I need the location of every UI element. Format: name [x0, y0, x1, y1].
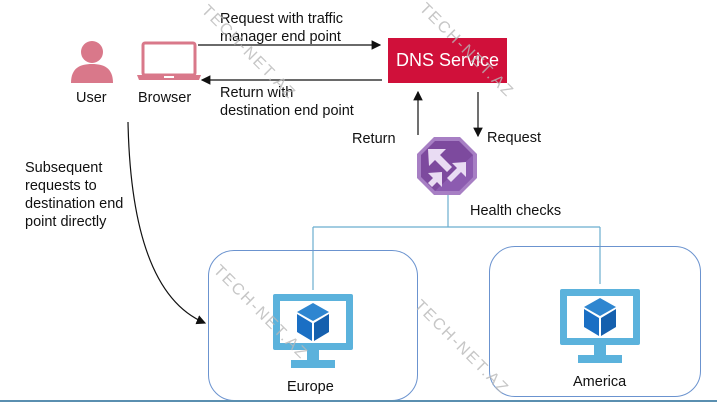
bottom-divider [0, 400, 717, 402]
region-america-label: America [573, 374, 627, 390]
tm-return-label: Return [352, 131, 396, 147]
cube-icon [584, 298, 616, 336]
health-check-connector [312, 195, 601, 290]
user-icon [71, 41, 113, 83]
region-europe-label: Europe [287, 379, 334, 395]
virtual-machine-icon [560, 289, 640, 363]
user-label: User [76, 90, 107, 106]
laptop-icon [137, 41, 201, 80]
health-checks-label: Health checks [470, 203, 562, 219]
tm-request-label: Request [487, 130, 542, 146]
subsequent-requests-label: Subsequent requests to destination end p… [25, 160, 124, 230]
dns-service-box: DNS Service [388, 38, 507, 83]
return-label: Return with destination end point [220, 85, 354, 119]
cube-icon [297, 303, 329, 341]
traffic-manager-icon [417, 137, 477, 195]
browser-label: Browser [138, 90, 192, 106]
subsequent-request-arrow [127, 121, 207, 325]
request-label: Request with traffic manager end point [220, 11, 344, 45]
region-america [489, 246, 701, 397]
virtual-machine-icon [273, 294, 353, 368]
